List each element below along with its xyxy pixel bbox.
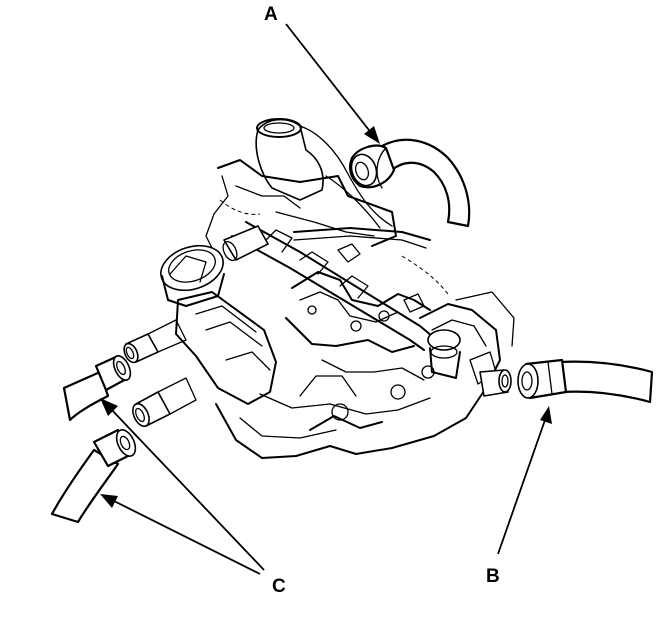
engine-assembly: [160, 118, 515, 459]
callout-label-a: A: [264, 4, 278, 25]
hose-c-lower: [50, 428, 137, 524]
callout-label-b: B: [486, 566, 500, 587]
callout-a-arrow: [285, 23, 380, 144]
outlet-nipple: [479, 369, 512, 397]
upper-inlet-nipple: [132, 377, 197, 428]
callout-label-c: C: [272, 576, 286, 597]
hose-b: [517, 358, 654, 404]
hose-a: [349, 138, 471, 228]
callout-c-arrows: [100, 398, 265, 575]
lower-inlet-nipple: [123, 319, 187, 364]
hose-c-upper: [62, 354, 132, 422]
callout-b-arrow: [497, 406, 552, 555]
